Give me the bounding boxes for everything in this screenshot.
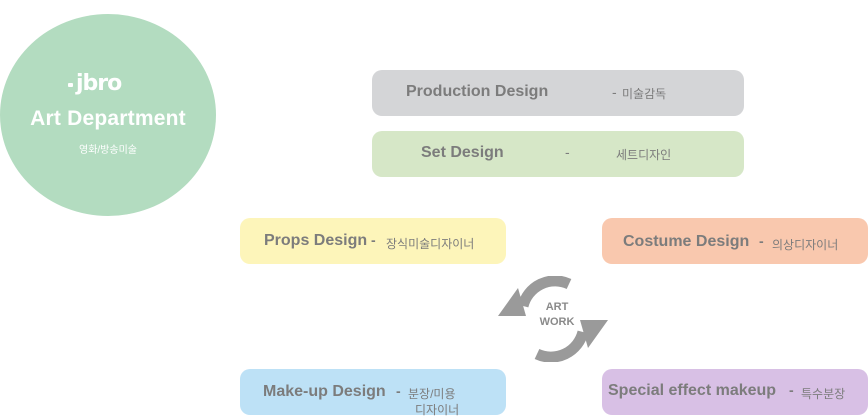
role-name: Costume Design xyxy=(623,233,750,250)
role-separator: - xyxy=(759,233,764,249)
role-korean: 미술감독 xyxy=(622,87,667,101)
role-korean: 특수분장 xyxy=(801,387,846,401)
department-title: Art Department xyxy=(30,107,186,130)
cycle-arrow-top xyxy=(517,276,572,308)
role-separator: - xyxy=(612,84,617,100)
cycle-arrow-bottom xyxy=(534,330,589,362)
cycle-label-line2: WORK xyxy=(540,316,575,328)
role-korean-line1: 분장/미용 xyxy=(408,387,456,401)
role-name: Set Design xyxy=(421,144,504,161)
role-name: Make-up Design xyxy=(263,383,386,400)
role-name: Special effect makeup xyxy=(608,382,777,399)
role-separator: - xyxy=(396,383,401,399)
logo-dot xyxy=(68,83,73,87)
production-design-box: Production Design - 미술감독 xyxy=(372,70,744,116)
role-separator: - xyxy=(789,382,794,398)
cycle-arrowhead-left xyxy=(498,288,526,316)
art-work-cycle-icon: ART WORK xyxy=(498,276,608,362)
logo-wordmark: jbro xyxy=(76,71,122,96)
special-effect-makeup-box: Special effect makeup - 특수분장 xyxy=(602,369,868,415)
art-department-circle: jbro Art Department 영화/방송미술 xyxy=(0,14,216,216)
role-korean: 세트디자인 xyxy=(616,148,672,162)
role-name: Production Design xyxy=(406,83,549,100)
role-korean-line2: 디자이너 xyxy=(415,403,460,417)
jbro-logo: jbro xyxy=(68,71,140,100)
department-subtitle: 영화/방송미술 xyxy=(79,145,137,156)
role-korean: 의상디자이너 xyxy=(772,238,839,252)
role-separator: - xyxy=(371,232,376,248)
props-design-box: Props Design - 장식미술디자이너 xyxy=(240,218,506,264)
role-separator: - xyxy=(565,144,570,160)
set-design-box: Set Design - 세트디자인 xyxy=(372,131,744,177)
costume-design-box: Costume Design - 의상디자이너 xyxy=(602,218,868,264)
cycle-label-line1: ART xyxy=(546,301,569,313)
makeup-design-box: Make-up Design - 분장/미용 디자이너 xyxy=(240,369,506,417)
cycle-arrowhead-right xyxy=(580,320,608,348)
role-korean: 장식미술디자이너 xyxy=(386,237,475,251)
role-name: Props Design xyxy=(264,232,368,249)
